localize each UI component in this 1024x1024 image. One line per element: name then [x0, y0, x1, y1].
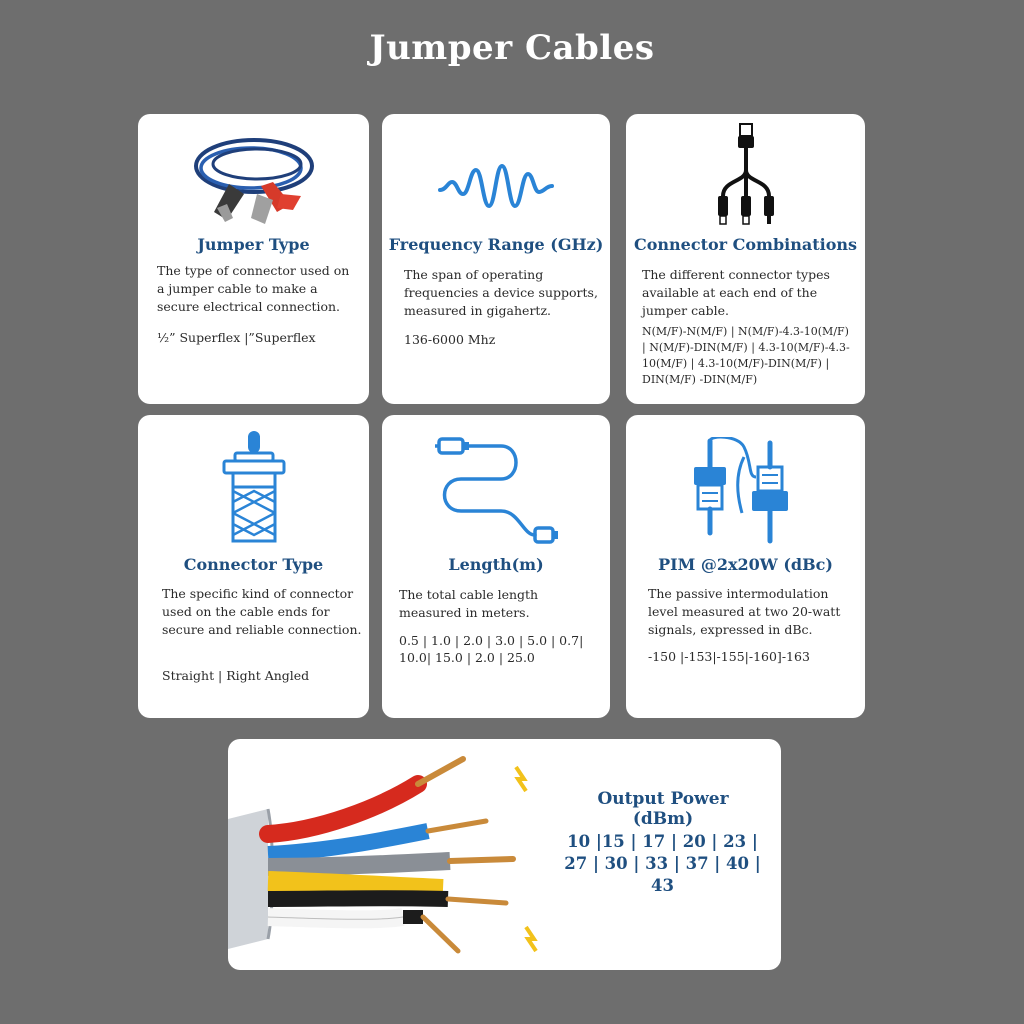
card-frequency-range: Frequency Range (GHz) The span of operat… [382, 114, 610, 404]
jumper-clamp-icon [138, 134, 369, 226]
card-jumper-type: Jumper Type The type of connector used o… [138, 114, 369, 404]
card-heading: Jumper Type [197, 235, 310, 254]
card-values: 0.5 | 1.0 | 2.0 | 3.0 | 5.0 | 0.7| 10.0|… [399, 633, 584, 665]
card-values: Straight | Right Angled [162, 668, 310, 683]
card-values: -150 |-153|-155|-160]-163 [648, 649, 810, 664]
card-description: The different connector types available … [642, 267, 830, 318]
card-description: The total cable length measured in meter… [399, 587, 539, 620]
card-description: The passive intermodulation level measur… [648, 586, 841, 637]
wave-icon [382, 162, 610, 212]
card-pim: PIM @2x20W (dBc) The passive intermodula… [626, 415, 865, 718]
card-heading: PIM @2x20W (dBc) [658, 555, 833, 574]
card-heading: Connector Combinations [633, 235, 858, 254]
card-output-power: Output Power (dBm) 10 |15 | 17 | 20 | 23… [228, 739, 781, 970]
card-values: 136-6000 Mhz [404, 332, 496, 347]
card-heading: Length(m) [448, 555, 544, 574]
splitter-cable-icon [626, 122, 865, 226]
card-heading: Connector Type [183, 555, 324, 574]
card-description: The type of connector used on a jumper c… [157, 263, 350, 314]
card-description: The specific kind of connector used on t… [162, 586, 362, 637]
card-connector-type: Connector Type The specific kind of conn… [138, 415, 369, 718]
stripped-wires-icon [228, 739, 558, 970]
page-title: Jumper Cables [369, 28, 655, 68]
plug-pair-icon [626, 437, 865, 545]
card-values: 10 |15 | 17 | 20 | 23 | 27 | 30 | 33 | 3… [564, 832, 761, 895]
card-connector-combinations: Connector Combinations The different con… [626, 114, 865, 404]
card-heading: Output Power (dBm) [597, 789, 729, 829]
card-description: The span of operating frequencies a devi… [404, 267, 598, 318]
card-heading: Frequency Range (GHz) [388, 235, 604, 254]
card-values: N(M/F)-N(M/F) | N(M/F)-4.3-10(M/F) | N(M… [642, 325, 850, 386]
usb-cable-icon [382, 431, 610, 547]
card-length: Length(m) The total cable length measure… [382, 415, 610, 718]
card-values: ½” Superflex |”Superflex [157, 330, 316, 345]
coax-connector-icon [138, 429, 369, 547]
